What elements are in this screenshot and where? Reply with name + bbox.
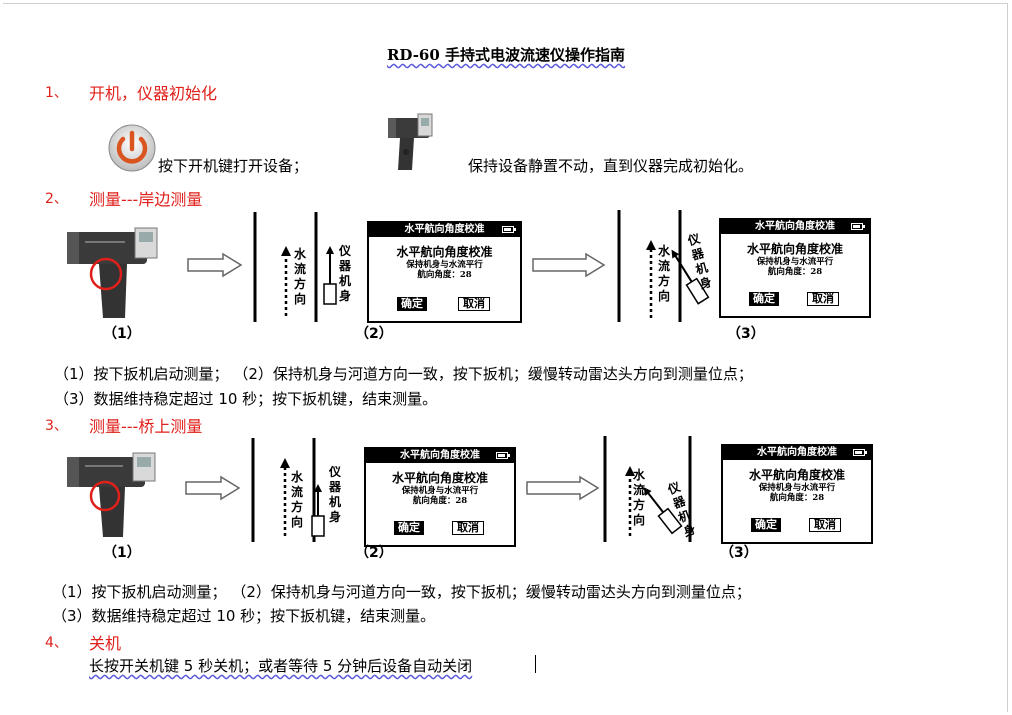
screen-title: 水平航向角度校准: [391, 471, 488, 485]
calibration-screen: 水平航向角度校准 水平航向角度校准 保持机身与水流平行 航向角度：28 确定 取…: [364, 447, 516, 547]
battery-icon: [851, 223, 865, 230]
screen-instruction: 保持机身与水流平行: [401, 486, 479, 496]
section-1-heading: 开机，仪器初始化: [89, 84, 218, 103]
cancel-button[interactable]: 取消: [809, 518, 841, 532]
device-body-label: 仪器机身: [338, 244, 351, 303]
flow-direction-label: 水流方向: [632, 468, 645, 527]
river-diagram-straight: [251, 438, 325, 542]
section-4-text[interactable]: 长按开关机键 5 秒关机；或者等待 5 分钟后设备自动关闭: [89, 657, 473, 675]
power-icon: [108, 124, 156, 172]
section-2-heading: 测量---岸边测量: [89, 190, 203, 209]
caption-3-2: （2）: [355, 545, 393, 561]
arrow-right-icon: [185, 475, 241, 501]
screen-instruction: 保持机身与水流平行: [756, 257, 834, 267]
flow-direction-label: 水流方向: [293, 247, 306, 306]
section-3-note-2: （3）数据维持稳定超过 10 秒；按下扳机键，结束测量。: [52, 607, 436, 625]
confirm-button[interactable]: 确定: [749, 292, 779, 306]
section-2-note-1: （1）按下扳机启动测量； （2）保持机身与河道方向一致，按下扳机；缓慢转动雷达头…: [54, 365, 753, 383]
screen-header: 水平航向角度校准: [721, 220, 869, 234]
arrow-right-icon: [526, 475, 600, 501]
section-3-note-1: （1）按下扳机启动测量； （2）保持机身与河道方向一致，按下扳机；缓慢转动雷达头…: [52, 583, 751, 601]
section-3-heading: 测量---桥上测量: [89, 417, 203, 436]
section-4-heading: 关机: [89, 634, 122, 653]
cancel-button[interactable]: 取消: [458, 297, 490, 311]
screen-title: 水平航向角度校准: [748, 468, 845, 482]
screen-heading-angle: 航向角度：28: [767, 267, 823, 277]
section-3-number: 3、: [45, 418, 68, 434]
section-1-power-text: 按下开机键打开设备；: [158, 157, 309, 175]
confirm-button[interactable]: 确定: [751, 518, 781, 532]
screen-title: 水平航向角度校准: [396, 245, 493, 259]
caption-3-1: （1）: [103, 545, 141, 561]
calibration-screen: 水平航向角度校准 水平航向角度校准 保持机身与水流平行 航向角度：28 确定 取…: [721, 444, 873, 544]
cancel-button[interactable]: 取消: [807, 292, 839, 306]
battery-icon: [853, 449, 867, 456]
flow-direction-label: 水流方向: [657, 244, 670, 303]
section-4-number: 4、: [45, 635, 68, 651]
screen-header: 水平航向角度校准: [723, 446, 871, 460]
text-cursor: [535, 655, 536, 673]
radar-gun-icon: [67, 227, 158, 318]
caption-2-1: （1）: [103, 326, 141, 342]
section-1-init-text: 保持设备静置不动，直到仪器完成初始化。: [468, 157, 754, 175]
calibration-screen: 水平航向角度校准 水平航向角度校准 保持机身与水流平行 航向角度：28 确定 取…: [367, 221, 522, 323]
caption-2-3: （3）: [727, 326, 765, 342]
caption-3-3: （3）: [720, 545, 758, 561]
screen-heading-angle: 航向角度：28: [769, 493, 825, 503]
section-1-number: 1、: [45, 85, 68, 101]
screen-header: 水平航向角度校准: [366, 449, 514, 463]
screen-instruction: 保持机身与水流平行: [758, 483, 836, 493]
screen-title: 水平航向角度校准: [746, 242, 843, 256]
flow-direction-label: 水流方向: [290, 470, 303, 529]
screen-heading-angle: 航向角度：28: [412, 496, 468, 506]
calibration-screen: 水平航向角度校准 水平航向角度校准 保持机身与水流平行 航向角度：28 确定 取…: [719, 218, 871, 318]
section-2-number: 2、: [45, 191, 68, 207]
caption-2-2: （2）: [355, 326, 393, 342]
confirm-button[interactable]: 确定: [394, 521, 424, 535]
radar-gun-icon: [388, 113, 433, 170]
river-diagram-angled: [617, 210, 710, 322]
radar-gun-icon: [67, 452, 156, 537]
arrow-right-icon: [532, 252, 606, 278]
device-body-label: 仪器机身: [328, 465, 341, 524]
arrow-right-icon: [187, 252, 243, 278]
river-diagram-straight: [253, 212, 337, 322]
screen-heading-angle: 航向角度：28: [417, 270, 472, 280]
page-frame: [3, 3, 1008, 712]
section-2-note-2: （3）数据维持稳定超过 10 秒；按下扳机键，结束测量。: [54, 390, 438, 408]
screen-instruction: 保持机身与水流平行: [406, 260, 483, 270]
battery-icon: [496, 452, 510, 459]
river-diagram-angled: [603, 436, 692, 542]
page-title: RD-60 手持式电波流速仪操作指南: [386, 46, 626, 64]
confirm-button[interactable]: 确定: [397, 297, 427, 311]
battery-icon: [502, 226, 516, 233]
screen-header: 水平航向角度校准: [369, 223, 520, 237]
cancel-button[interactable]: 取消: [452, 521, 484, 535]
